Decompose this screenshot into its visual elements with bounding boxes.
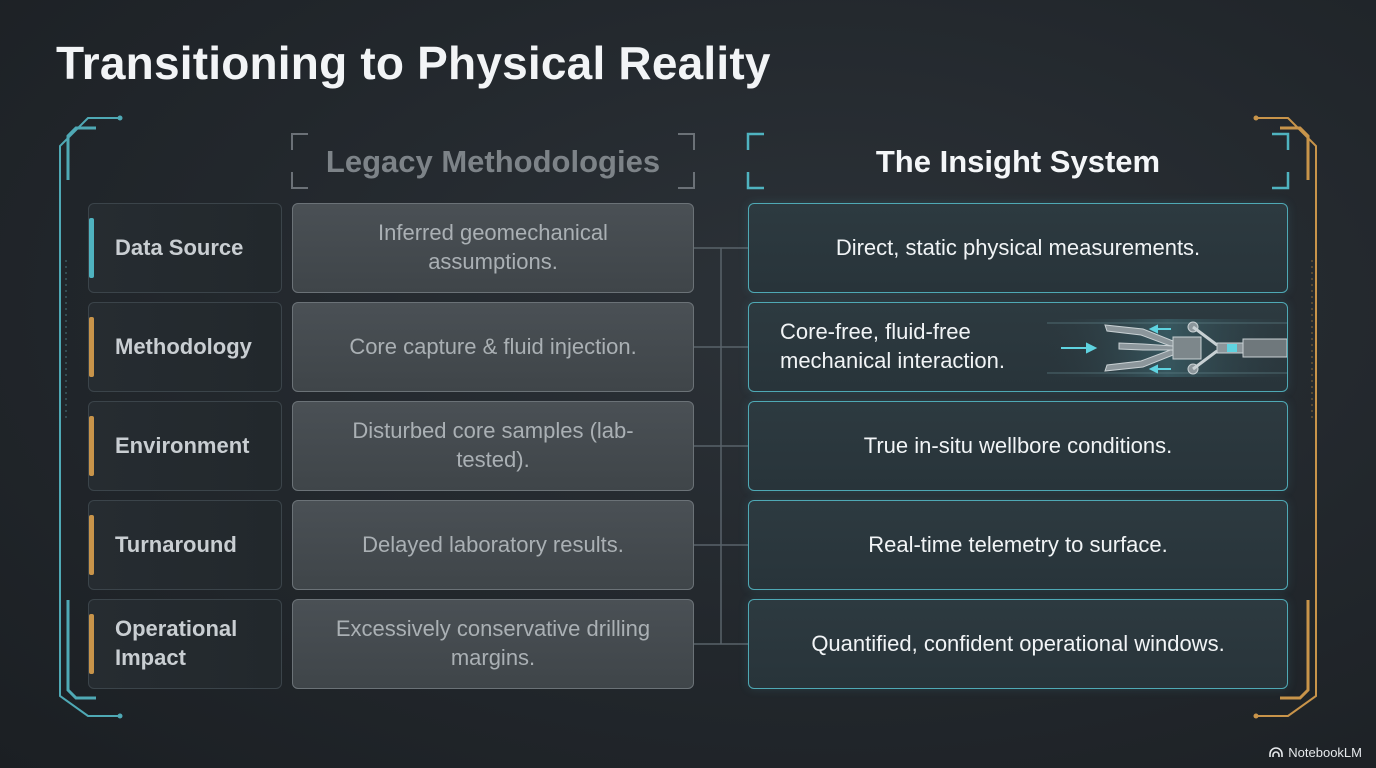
row-accent-bar [89,317,94,377]
insight-column-header: The Insight System [875,144,1161,179]
row-label-environment: Environment [88,401,282,491]
notebooklm-logo-icon [1269,747,1284,757]
row-label-methodology: Methodology [88,302,282,392]
legacy-cell-data-source: Inferred geomechanical assumptions. [292,203,694,293]
legacy-column-header: Legacy Methodologies [325,144,661,179]
row-label-operational-impact: Operational Impact [88,599,282,689]
legacy-cell-environment: Disturbed core samples (lab-tested). [292,401,694,491]
notebooklm-brand: NotebookLM [1269,745,1362,760]
insight-cell-methodology: Core-free, fluid-free mechanical interac… [748,302,1288,392]
insight-cell-text: Core-free, fluid-free mechanical interac… [780,319,1006,373]
row-label-turnaround: Turnaround [88,500,282,590]
mechanical-gripper-tool-icon [1047,319,1287,377]
row-label-text: Methodology [115,333,252,359]
legacy-cell-operational-impact: Excessively conservative drilling margin… [292,599,694,689]
row-label-text: Turnaround [115,531,237,557]
insight-cell-data-source: Direct, static physical measurements. [748,203,1288,293]
legacy-cell-methodology: Core capture & fluid injection. [292,302,694,392]
row-accent-bar [89,614,94,674]
row-label-data-source: Data Source [88,203,282,293]
row-label-text: Operational Impact [115,616,238,670]
brand-label: NotebookLM [1288,745,1362,760]
insight-cell-turnaround: Real-time telemetry to surface. [748,500,1288,590]
row-label-text: Data Source [115,234,244,260]
row-accent-bar [89,416,94,476]
legacy-cell-turnaround: Delayed laboratory results. [292,500,694,590]
row-accent-bar [89,515,94,575]
insight-cell-operational-impact: Quantified, confident operational window… [748,599,1288,689]
row-label-text: Environment [115,432,250,458]
insight-cell-environment: True in-situ wellbore conditions. [748,401,1288,491]
page-title: Transitioning to Physical Reality [56,37,771,89]
row-accent-bar [89,218,94,278]
